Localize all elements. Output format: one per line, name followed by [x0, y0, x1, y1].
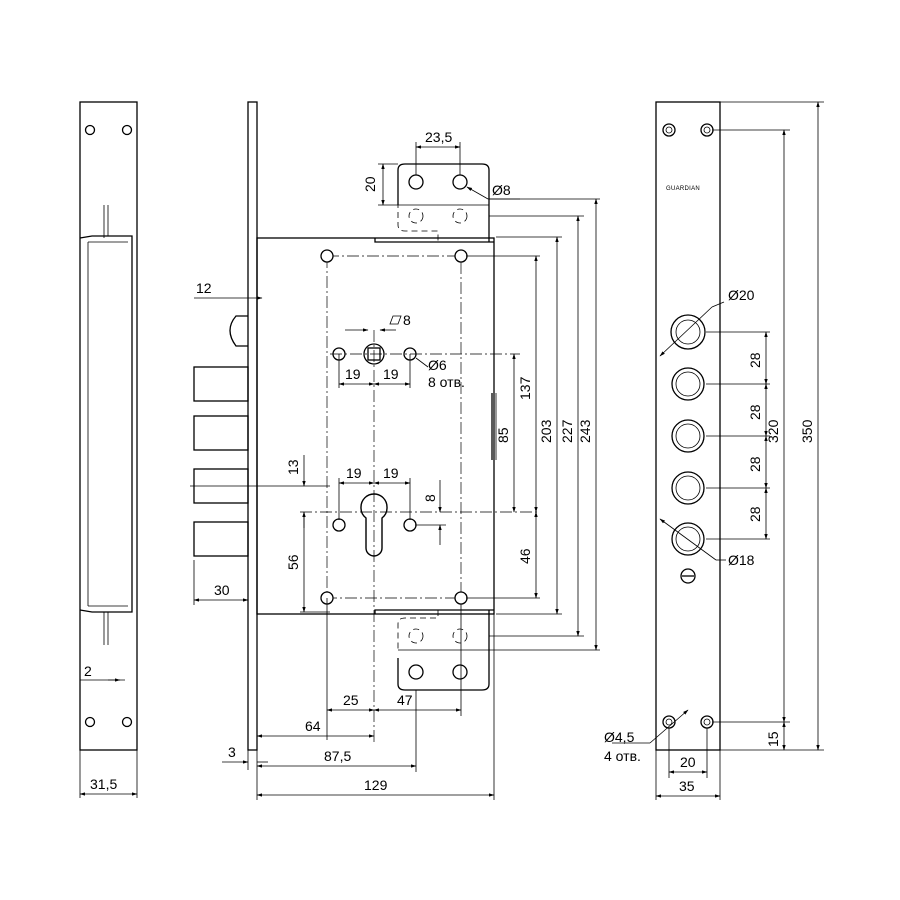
brand-label: GUARDIAN — [666, 186, 700, 192]
dim-203: 203 — [538, 419, 554, 443]
dim-19-b: 19 — [383, 366, 399, 382]
deadbolt-face-icon — [671, 522, 705, 556]
dim-hole-6: Ø6 — [428, 357, 447, 373]
lock-body-dimensions: 12 30 3 23,5 20 Ø8 8 19 19 — [193, 129, 600, 800]
dim-8-key: 8 — [422, 494, 438, 502]
dim-20-top: 20 — [362, 176, 378, 192]
dim-pitch-28-2: 28 — [747, 404, 763, 420]
dim-350: 350 — [799, 419, 815, 443]
mount-hole-icon — [84, 716, 96, 728]
dim-64: 64 — [305, 718, 321, 734]
dim-35: 35 — [679, 778, 695, 794]
strike-hole-icon — [408, 664, 424, 680]
strike-plate-side-view: 31,5 2 — [79, 101, 138, 798]
dim-320: 320 — [765, 419, 781, 443]
dim-12: 12 — [196, 280, 212, 296]
dim-pitch-28-3: 28 — [747, 456, 763, 472]
body-screw-icon — [454, 591, 468, 605]
dim-87-5: 87,5 — [324, 748, 351, 764]
deadbolt-icon — [193, 415, 249, 451]
dim-30: 30 — [214, 582, 230, 598]
dim-85: 85 — [495, 427, 511, 443]
dim-19-a: 19 — [345, 366, 361, 382]
cylinder-screw-icon — [332, 518, 346, 532]
dim-bolt-18: Ø18 — [728, 552, 755, 568]
deadbolt-face-icon — [671, 419, 705, 453]
dim-243: 243 — [577, 419, 593, 443]
dim-pitch-28-1: 28 — [747, 352, 763, 368]
dim-mount-4-5: Ø4,5 — [604, 729, 635, 745]
dim-25: 25 — [343, 692, 359, 708]
dim-129: 129 — [364, 777, 388, 793]
deadbolt-icon — [193, 521, 249, 557]
dim-hole-8: Ø8 — [492, 182, 511, 198]
deadbolt-icon — [193, 366, 249, 402]
deadbolt-face-icon — [671, 471, 705, 505]
latch-icon — [229, 315, 248, 347]
mount-hole-icon — [121, 124, 133, 136]
strike-hole-icon — [408, 174, 424, 190]
dim-31-5: 31,5 — [90, 776, 117, 792]
dim-bolt-20: Ø20 — [728, 287, 755, 303]
body-screw-icon — [454, 249, 468, 263]
dim-46: 46 — [517, 548, 533, 564]
dim-2: 2 — [84, 663, 92, 679]
dim-8-holes: 8 отв. — [428, 374, 465, 390]
dim-137: 137 — [517, 376, 533, 400]
dim-19-d: 19 — [383, 465, 399, 481]
strike-hole-icon — [452, 664, 468, 680]
strike-hole-icon — [452, 174, 468, 190]
lock-body-view — [190, 101, 540, 751]
dim-56: 56 — [285, 554, 301, 570]
dim-3: 3 — [228, 744, 236, 760]
body-screw-icon — [320, 249, 334, 263]
dim-23-5: 23,5 — [425, 129, 452, 145]
front-mount-hole-icon — [700, 123, 714, 137]
dim-47: 47 — [397, 692, 413, 708]
dim-pitch-28-4: 28 — [747, 506, 763, 522]
front-mount-hole-icon — [662, 123, 676, 137]
dim-15: 15 — [765, 731, 781, 747]
dim-20-front: 20 — [680, 754, 696, 770]
dim-13: 13 — [285, 459, 301, 475]
mount-hole-icon — [121, 716, 133, 728]
deadbolt-face-icon — [671, 367, 705, 401]
dim-mount-4-holes: 4 отв. — [604, 748, 641, 764]
dim-227: 227 — [559, 419, 575, 443]
dim-19-c: 19 — [346, 465, 362, 481]
mount-hole-icon — [84, 124, 96, 136]
faceplate-front-view: GUARDIAN — [655, 101, 721, 751]
dim-square-8: 8 — [403, 312, 411, 328]
faceplate-dimensions: Ø20 28 28 28 28 Ø18 320 350 15 Ø4,5 — [604, 101, 824, 800]
front-mount-hole-icon — [700, 715, 714, 729]
cylinder-screw-icon — [403, 518, 417, 532]
